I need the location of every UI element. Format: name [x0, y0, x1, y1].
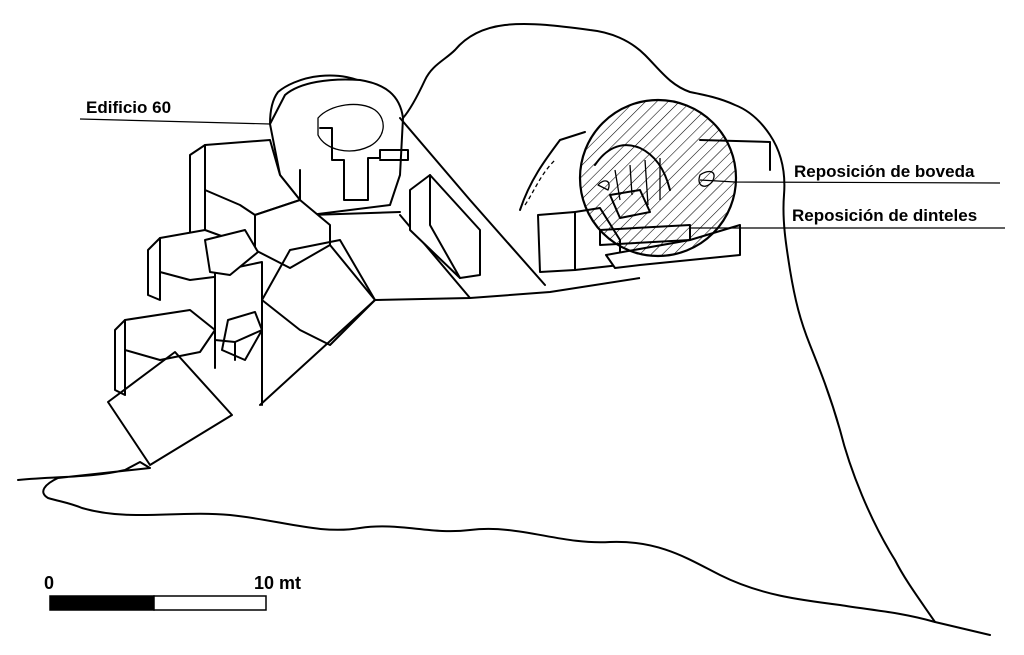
label-vault: Reposición de boveda: [794, 162, 975, 181]
building-60: [269, 78, 409, 216]
leader-vault: [699, 179, 1001, 184]
vault-detail-circle: [578, 98, 771, 258]
terrain-outline: [17, 461, 991, 636]
cliff-right: [402, 22, 936, 623]
stairway-upper: [261, 239, 376, 346]
scale-bar-filled: [49, 595, 155, 611]
label-lintels: Reposición de dinteles: [792, 206, 977, 225]
scale-bar-empty: [153, 595, 267, 611]
scale-bar: 0 10 mt: [44, 573, 301, 611]
scale-end-label: 10 mt: [254, 573, 301, 593]
stairway-lower: [107, 351, 233, 466]
leader-building-60: [79, 118, 271, 125]
stairway-middle: [221, 311, 263, 361]
label-building-60: Edificio 60: [86, 98, 171, 117]
scale-start-label: 0: [44, 573, 54, 593]
central-platform: [259, 117, 641, 406]
